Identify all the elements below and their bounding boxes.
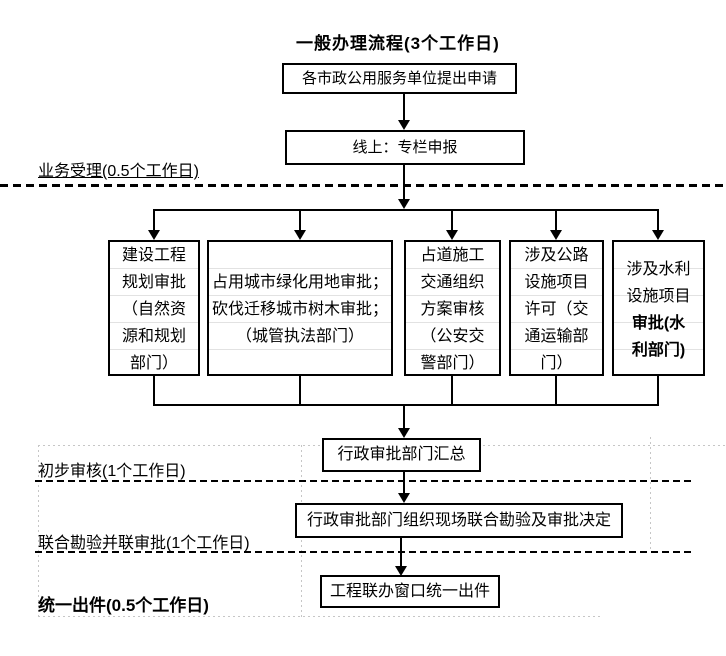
stage-label-review: 初步审核(1个工作日): [38, 463, 186, 480]
riser-line-2: [299, 376, 301, 406]
stage-divider-review: [35, 480, 693, 482]
distributor-line: [153, 209, 659, 211]
branch-box-traffic: 占道施工 交通组织 方案审核 （公安交 警部门）: [404, 240, 501, 376]
node-summary-label: 行政审批部门汇总: [337, 446, 466, 464]
node-online-label: 线上：专栏申报: [352, 138, 458, 156]
stage-divider-joint: [35, 551, 693, 553]
branch-box-planning: 建设工程 规划审批 （自然资 源和规划 部门）: [108, 240, 200, 376]
branch-box-water: 涉及水利 设施项目审批(水 利部门): [612, 240, 705, 376]
branch-box-highway: 涉及公路 设施项目 许可（交 通运输部 门）: [509, 240, 604, 376]
arrowhead: [294, 230, 306, 240]
stage-label-output: 统一出件(0.5个工作日): [38, 596, 209, 615]
arrowhead: [550, 230, 562, 240]
arrowhead: [395, 566, 407, 576]
riser-line-5: [657, 376, 659, 406]
branch-greening-text: 占用城市绿化用地审批； 砍伐迁移城市树木审批； （城管执法部门）: [211, 274, 388, 345]
branch-box-greening: 占用城市绿化用地审批； 砍伐迁移城市树木审批； （城管执法部门）: [207, 240, 393, 376]
arrowhead: [398, 493, 410, 503]
drop-line-2: [299, 211, 301, 230]
table-gridline-horizontal: [38, 616, 600, 617]
branch-traffic-text: 占道施工 交通组织 方案审核 （公安交 警部门）: [420, 247, 485, 372]
arrowhead: [398, 120, 410, 130]
node-summary: 行政审批部门汇总: [322, 438, 481, 472]
arrowhead: [446, 230, 458, 240]
stage-label-accept: 业务受理(0.5个工作日): [38, 163, 199, 180]
table-gridline-vertical: [650, 437, 651, 552]
branch-highway-text: 涉及公路 设施项目 许可（交 通运输部 门）: [524, 247, 589, 372]
connector-joint-output: [400, 538, 402, 566]
collector-line: [153, 404, 659, 406]
node-final-output-label: 工程联办窗口统一出件: [329, 582, 490, 600]
arrowhead: [398, 428, 410, 438]
node-apply-label: 各市政公用服务单位提出申请: [301, 69, 497, 87]
riser-line-4: [555, 376, 557, 406]
node-joint-review: 行政审批部门组织现场联合勘验及审批决定: [295, 503, 623, 538]
connector-summary-joint: [403, 472, 405, 493]
branch-planning-text: 建设工程 规划审批 （自然资 源和规划 部门）: [121, 247, 186, 372]
drop-line-1: [153, 211, 155, 230]
page-title: 一般办理流程(3个工作日): [296, 34, 500, 53]
branch-water-text: 涉及水利 设施项目: [626, 260, 691, 305]
drop-line-4: [555, 211, 557, 230]
arrowhead: [652, 230, 664, 240]
stage-label-joint: 联合勘验并联审批(1个工作日): [38, 535, 250, 552]
node-final-output: 工程联办窗口统一出件: [320, 575, 500, 608]
riser-line-3: [451, 376, 453, 406]
node-joint-review-label: 行政审批部门组织现场联合勘验及审批决定: [306, 511, 611, 529]
arrowhead: [148, 230, 160, 240]
riser-line-1: [153, 376, 155, 406]
table-gridline-vertical: [38, 445, 39, 617]
arrowhead: [398, 199, 410, 209]
connector-apply-online: [403, 94, 405, 120]
branch-water-bold: 审批(水 利部门): [631, 314, 686, 359]
connector-collector-summary: [403, 406, 405, 428]
connector-online-distributor: [403, 165, 405, 199]
drop-line-3: [451, 211, 453, 230]
node-apply: 各市政公用服务单位提出申请: [282, 63, 517, 94]
stage-divider-accept: [0, 184, 726, 187]
drop-line-5: [657, 211, 659, 230]
node-online: 线上：专栏申报: [285, 130, 525, 165]
